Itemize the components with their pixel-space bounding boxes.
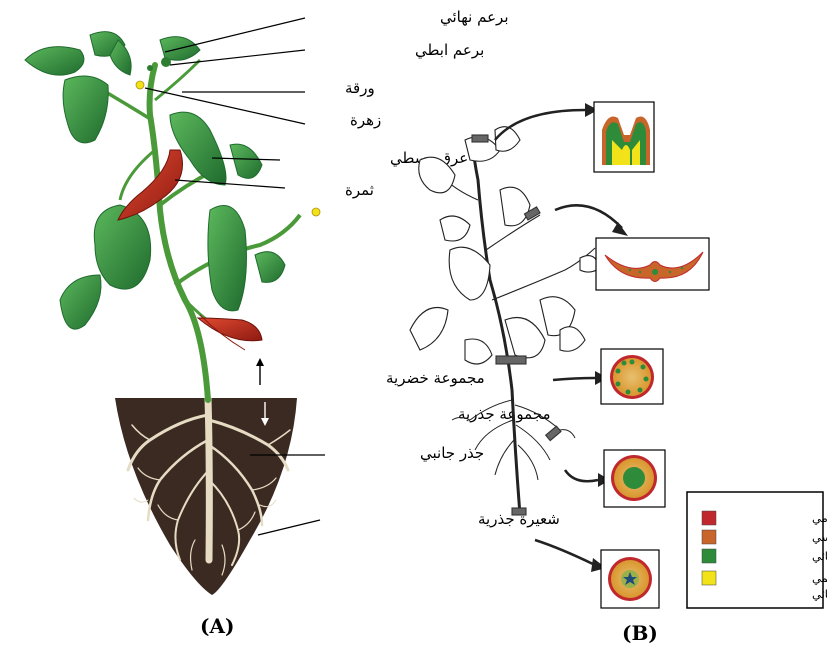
label-flower: زهرة (350, 111, 381, 129)
section-root-2 (601, 550, 659, 608)
panel-label-a: (A) (200, 614, 234, 638)
label-lateral-root: جذر جانبي (420, 444, 484, 463)
fruit-1 (118, 150, 183, 220)
flower-2 (312, 208, 320, 216)
label-terminal-bud: برعم نهائي (440, 8, 509, 27)
section-leaf (596, 238, 709, 290)
label-axillary-bud: برعم ابطي (415, 41, 484, 60)
label-shoot-system: مجموعة خضرية (386, 369, 485, 387)
legend-swatch-vascular (702, 549, 716, 563)
label-fruit: ثمرة (345, 181, 374, 199)
legend-label-ground: نسيج اساسي (812, 530, 827, 544)
legend-swatch-meristem (702, 571, 716, 585)
section-apex (594, 102, 654, 172)
legend-swatch-epidermis (702, 511, 716, 525)
section-root-1 (604, 450, 665, 507)
legend-swatch-ground (702, 530, 716, 544)
legend-label-meristem-2: او انشائي (812, 587, 827, 602)
flower-1 (136, 81, 144, 89)
legend-label-vascular: نسيج وعائي (812, 549, 827, 564)
fruit-2 (198, 318, 262, 341)
legend-label-meristem: نسيج مرستيمي (812, 571, 827, 586)
section-stem (601, 349, 663, 404)
panel-label-b: (B) (622, 621, 658, 645)
legend: نسيج ادمي نسيج اساسي نسيج وعائي نسيج مرس… (687, 492, 827, 608)
label-leaf: ورقة (345, 79, 375, 97)
plant-a: برعم نهائي برعم ابطي ورقة زهرة عرق وسطي … (25, 8, 560, 638)
legend-label-epidermis: نسيج ادمي (812, 511, 827, 525)
